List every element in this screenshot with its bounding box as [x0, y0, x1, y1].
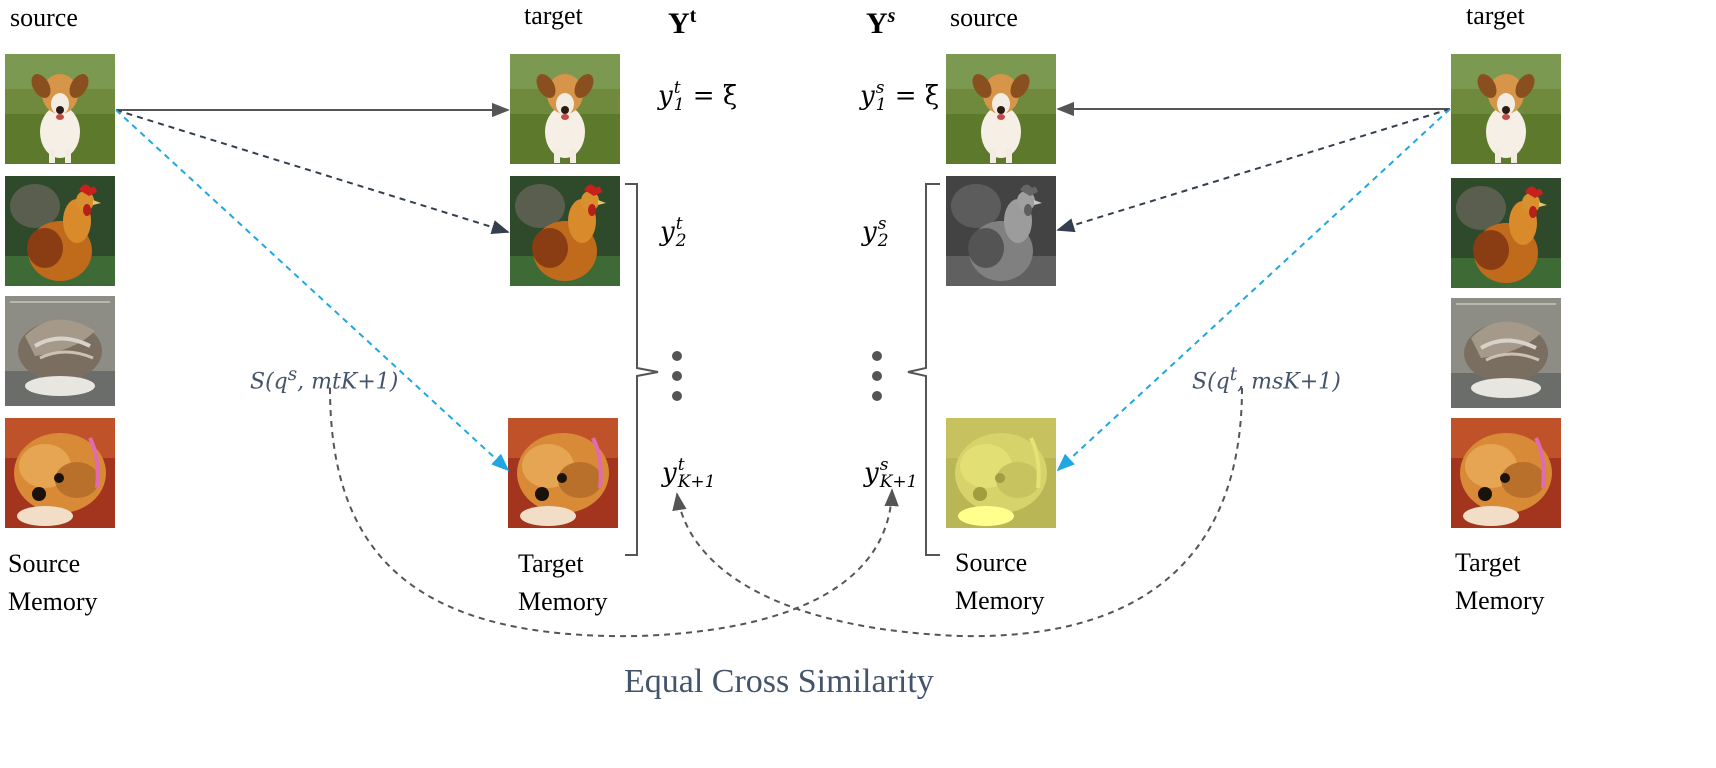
yt-dot [672, 391, 682, 401]
left-source-label: source [10, 3, 78, 32]
right-cross-similarity-curve [672, 387, 1243, 638]
left-negative-arrow [115, 109, 510, 235]
left-brace [625, 183, 659, 556]
Yt-label: Yt [668, 5, 697, 40]
right-negative-arrow [1056, 108, 1451, 233]
right-source-label: source [950, 3, 1018, 32]
yt-dot [672, 371, 682, 381]
right-cyan-arrow [1056, 108, 1451, 472]
figure-caption: Equal Cross Similarity [624, 663, 934, 700]
right-similarity-label: S(qt, msK+1) [1192, 364, 1341, 395]
left-similarity-label: S(qs, mtK+1) [250, 364, 399, 395]
right-target-label: target [1466, 1, 1525, 30]
ys-dot [872, 371, 882, 381]
ys-dot [872, 391, 882, 401]
yt-dot [672, 351, 682, 361]
left-cross-similarity-curve [329, 387, 899, 638]
left-target-label: target [524, 1, 583, 30]
right-brace [907, 183, 940, 556]
Ys-label: Ys [866, 5, 896, 40]
left-cyan-arrow [115, 109, 510, 472]
ys-dot [872, 351, 882, 361]
